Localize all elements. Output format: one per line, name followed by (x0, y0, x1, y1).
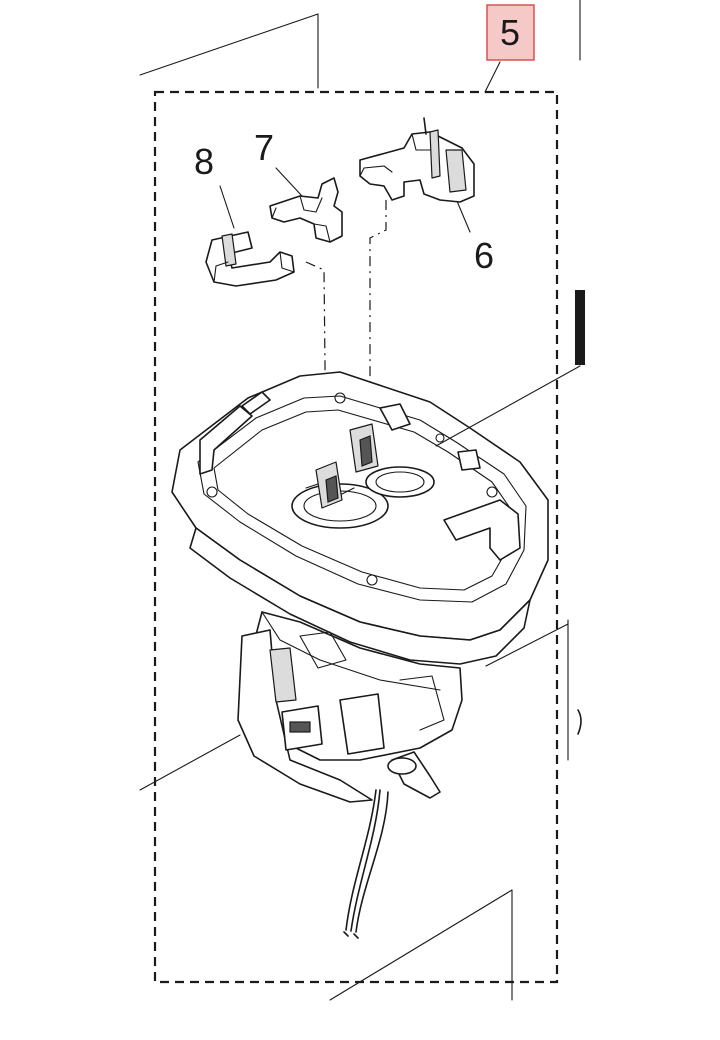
leader-8 (219, 185, 235, 229)
assembly-boundary (153, 90, 559, 984)
leader-7 (275, 167, 303, 197)
lead-wires (343, 789, 389, 939)
callout-7-label: 7 (254, 127, 274, 168)
callout-8-label: 8 (194, 141, 214, 182)
page-frame-lines (139, 0, 585, 1001)
leader-clip-8-7 (305, 261, 327, 461)
part-8-clip (205, 231, 295, 287)
main-base-housing (171, 371, 549, 665)
part-7-clip (269, 177, 343, 243)
part-6-clip (359, 117, 475, 203)
reference-line-upper (435, 365, 581, 447)
callout-5-label: 5 (500, 12, 520, 53)
callout-5-highlight (486, 4, 535, 61)
leader-clip-6 (369, 200, 387, 440)
callout-6-label: 6 (474, 235, 494, 276)
callout-5-group: 5 (484, 4, 535, 93)
motor-unit (237, 611, 463, 803)
reference-line-lower (485, 623, 569, 667)
